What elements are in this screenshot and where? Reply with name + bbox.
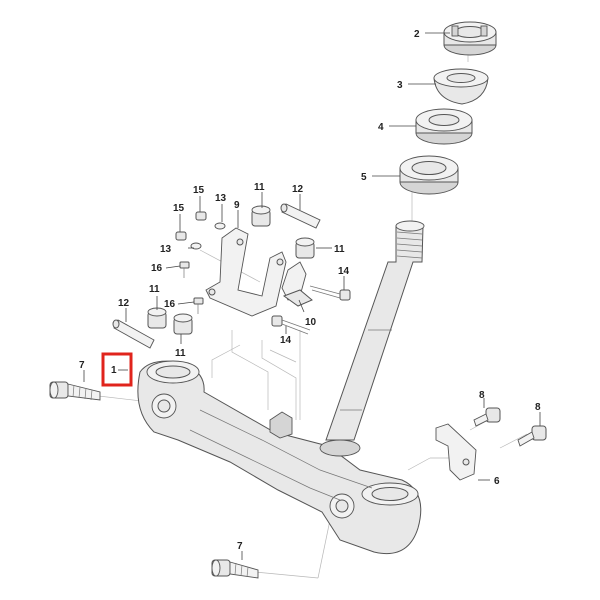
part-labels: 1 2 3 4 5 6 7 7 8 8 9 10 11 11 11 11 12 … [79, 29, 541, 552]
part-3-dust-cover [433, 68, 489, 105]
part-7-bolts [49, 381, 259, 579]
label-part-11-right: 11 [334, 244, 345, 255]
label-part-5: 5 [361, 172, 367, 183]
label-part-12-left: 12 [118, 298, 130, 309]
label-part-15-left: 15 [173, 203, 185, 214]
label-part-13-left: 13 [160, 244, 172, 255]
label-part-6: 6 [494, 476, 500, 487]
label-part-15-top: 15 [193, 185, 205, 196]
highlight-box-part-1 [101, 352, 133, 387]
label-part-9: 9 [234, 200, 240, 211]
part-16-screws [179, 261, 204, 314]
label-part-14-bottom: 14 [280, 335, 292, 346]
label-part-4: 4 [378, 122, 384, 133]
label-part-11-bottom: 11 [175, 348, 186, 359]
label-part-16-bottom: 16 [164, 299, 176, 310]
label-part-12-top: 12 [292, 184, 304, 195]
label-part-8-left: 8 [479, 390, 485, 401]
part-11-bushings [147, 205, 315, 335]
part-2-slotted-nut [443, 21, 497, 56]
part-8-bolts [473, 407, 547, 447]
part-5-lower-bearing [399, 155, 459, 195]
label-part-1: 1 [111, 365, 117, 376]
steering-stem [325, 220, 425, 441]
part-13-15-fasteners [175, 211, 226, 250]
part-9-bracket [205, 227, 287, 317]
label-part-16-top: 16 [151, 263, 163, 274]
label-part-14-right: 14 [338, 266, 350, 277]
part-4-bearing [415, 108, 473, 145]
label-part-11-top: 11 [254, 182, 265, 193]
part-12-pins [112, 203, 321, 349]
label-part-3: 3 [397, 80, 403, 91]
label-part-8-right: 8 [535, 402, 541, 413]
part-14-bolts [271, 285, 351, 335]
leader-lines [83, 32, 541, 560]
part-1-lower-triple-clamp [137, 360, 422, 554]
part-6-bracket [435, 423, 477, 481]
label-part-10: 10 [305, 317, 317, 328]
label-part-13-top: 13 [215, 193, 227, 204]
label-part-11-left: 11 [149, 284, 160, 295]
label-part-2: 2 [414, 29, 420, 40]
label-part-7-lower: 7 [237, 541, 243, 552]
label-part-7-upper: 7 [79, 360, 85, 371]
part-10-clip [281, 261, 313, 307]
